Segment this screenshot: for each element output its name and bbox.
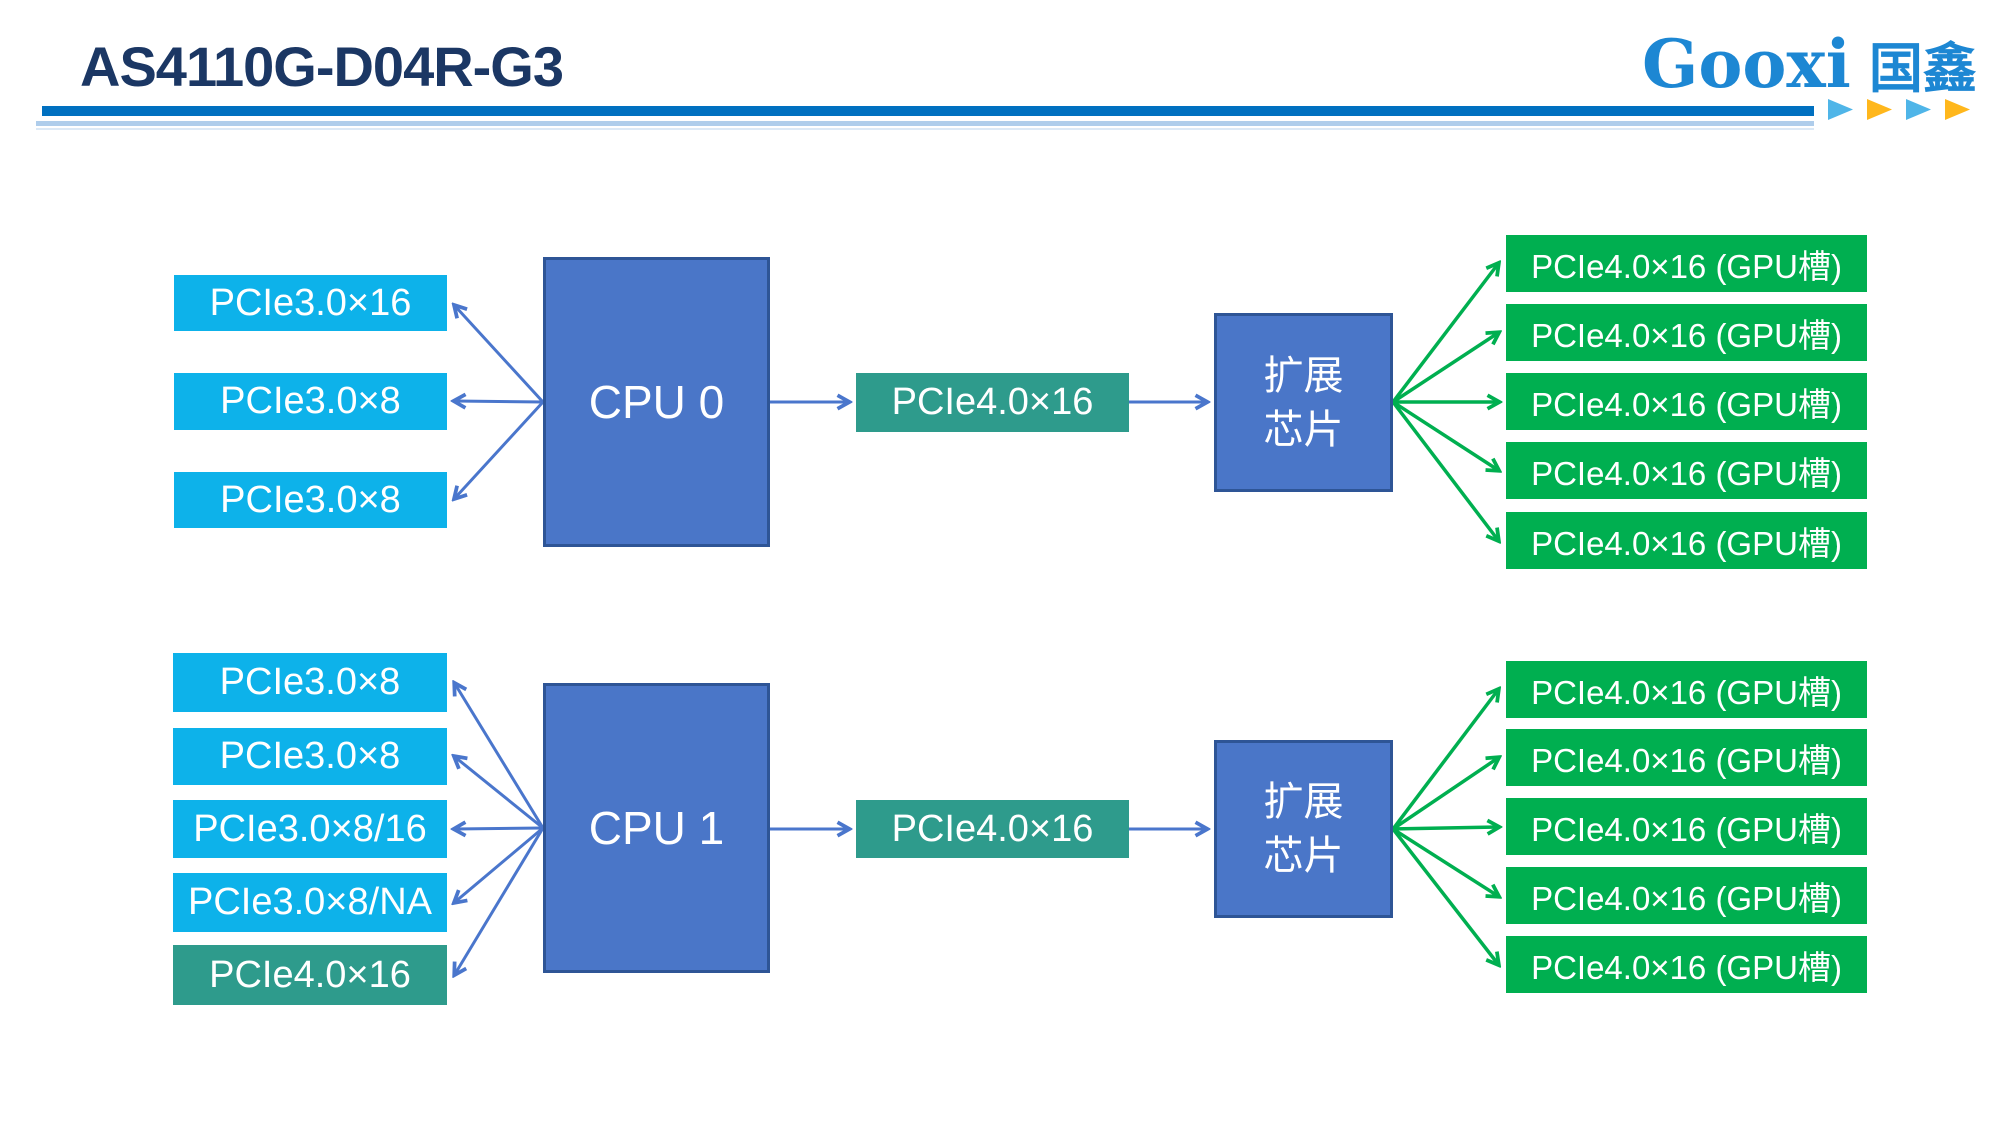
arrow-expander2-gpu3 (1392, 827, 1498, 829)
arrow-cpu1-slot3 (455, 828, 544, 829)
pcie-slot-box: PCIe4.0×16 (173, 945, 447, 1005)
brand-logo-latin: Gooxi (1642, 25, 1851, 103)
arrow-cpu0-slot2 (455, 401, 544, 402)
gpu-slot-box: PCIe4.0×16 (GPU槽) (1506, 235, 1867, 292)
header-rule-accent (36, 121, 1814, 126)
arrow-cpu1-slot4 (455, 826, 544, 902)
gpu-slot-box: PCIe4.0×16 (GPU槽) (1506, 867, 1867, 924)
expander-label-line1: 扩展 (1263, 780, 1344, 824)
pcie-slot-box: PCIe3.0×8 (173, 728, 447, 785)
header-rule (42, 106, 1814, 116)
arrow-cpu0-slot1 (455, 306, 545, 404)
pcie-slot-box: PCIe3.0×8/NA (173, 873, 447, 932)
expander-chip-box: 扩展 芯片 (1214, 740, 1393, 918)
brand-triangle-icon (1906, 99, 1931, 120)
brand-triangle-icon (1828, 99, 1853, 120)
arrow-expander-gpu2 (1392, 333, 1498, 404)
pcie-slot-box: PCIe3.0×8 (174, 373, 447, 430)
brand-arrow-row (1828, 99, 1970, 120)
pcie-slot-box: PCIe3.0×8/16 (173, 800, 447, 858)
uplink-box: PCIe4.0×16 (856, 800, 1129, 858)
arrow-cpu1-slot1 (455, 684, 545, 829)
arrow-expander2-gpu4 (1392, 827, 1498, 896)
expander-chip-box: 扩展 芯片 (1214, 313, 1393, 492)
brand-triangle-icon (1945, 99, 1970, 120)
arrow-expander2-gpu2 (1392, 758, 1498, 831)
pcie-slot-box: PCIe3.0×8 (174, 472, 447, 528)
uplink-box: PCIe4.0×16 (856, 373, 1129, 432)
arrow-expander2-gpu5 (1391, 827, 1498, 964)
gpu-slot-box: PCIe4.0×16 (GPU槽) (1506, 661, 1867, 718)
gpu-slot-box: PCIe4.0×16 (GPU槽) (1506, 442, 1867, 499)
arrow-expander-gpu5 (1391, 400, 1498, 540)
gpu-slot-box: PCIe4.0×16 (GPU槽) (1506, 512, 1867, 569)
cpu1-box: CPU 1 (543, 683, 770, 973)
header-rule-accent-faint (36, 128, 1814, 130)
expander-label-line1: 扩展 (1263, 353, 1344, 398)
cpu0-box: CPU 0 (543, 257, 770, 547)
arrow-expander2-gpu1 (1391, 690, 1498, 831)
brand-logo-cjk: 国鑫 (1868, 39, 1977, 99)
arrow-expander-gpu4 (1392, 400, 1498, 470)
arrow-cpu1-slot2 (455, 757, 544, 830)
gpu-slot-box: PCIe4.0×16 (GPU槽) (1506, 729, 1867, 786)
gpu-slot-box: PCIe4.0×16 (GPU槽) (1506, 373, 1867, 430)
pcie-slot-box: PCIe3.0×16 (174, 275, 447, 331)
pcie-slot-box: PCIe3.0×8 (173, 653, 447, 712)
gpu-slot-box: PCIe4.0×16 (GPU槽) (1506, 304, 1867, 361)
brand-triangle-icon (1867, 99, 1892, 120)
brand-logo: Gooxi 国鑫 (1642, 24, 1977, 103)
arrow-cpu0-slot3 (455, 400, 545, 498)
expander-label-line2: 芯片 (1263, 407, 1344, 452)
arrow-cpu1-slot5 (455, 827, 545, 974)
gpu-slot-box: PCIe4.0×16 (GPU槽) (1506, 798, 1867, 855)
page-title: AS4110G-D04R-G3 (80, 35, 564, 98)
arrow-expander-gpu1 (1391, 264, 1498, 404)
gpu-slot-box: PCIe4.0×16 (GPU槽) (1506, 936, 1867, 993)
expander-label-line2: 芯片 (1263, 834, 1344, 878)
